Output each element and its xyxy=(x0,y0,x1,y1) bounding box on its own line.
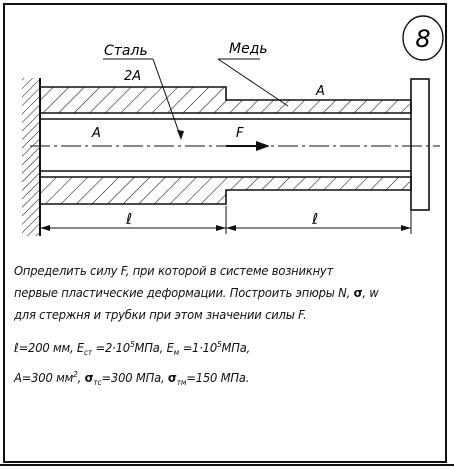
sub-yield-copper: тм xyxy=(176,378,187,387)
param-area: A=300 мм xyxy=(14,370,74,385)
param-e-copper: =1·10 xyxy=(179,340,218,355)
sup-exp-2: 5 xyxy=(216,340,222,349)
sub-copper: м xyxy=(173,348,180,357)
problem-number-circle xyxy=(402,15,444,61)
statement-line-2: первые пластические деформации. Построит… xyxy=(14,282,409,304)
param-length: ℓ=200 мм, E xyxy=(14,340,85,355)
param-e-steel: =2·10 xyxy=(92,340,131,355)
statement-line-2-tail: , w xyxy=(362,285,379,300)
upper-tube-wall xyxy=(39,86,412,114)
problem-statement: Определить силу F, при которой в системе… xyxy=(14,260,409,326)
steel-leader-arrow xyxy=(177,130,184,140)
left-wall-hatch xyxy=(22,78,40,236)
param-unit-1: МПа, E xyxy=(134,340,174,355)
problem-number: 8 xyxy=(415,25,430,53)
param-yield-steel: =300 МПа, xyxy=(101,370,168,385)
sigma-copper-symbol: σ xyxy=(167,370,177,385)
rod-area-label: A xyxy=(91,126,101,141)
force-arrow-head xyxy=(256,141,270,151)
param-sep: , xyxy=(77,370,85,385)
length-left-label: ℓ xyxy=(125,210,132,228)
given-parameters: ℓ=200 мм, Eст =2·105МПа, Eм =1·105МПа, A… xyxy=(14,334,405,394)
dim-arrow-4 xyxy=(401,225,411,231)
right-end-plate xyxy=(410,78,430,211)
force-label: F xyxy=(236,126,244,141)
steel-area-label: 2A xyxy=(124,69,141,84)
statement-line-3: для стержня и трубки при этом значении с… xyxy=(14,307,307,322)
copper-label: Медь xyxy=(229,41,268,57)
statement-line-2-text: первые пластические деформации. Построит… xyxy=(14,285,354,300)
statement-line-1: Определить силу F, при которой в системе… xyxy=(14,263,334,278)
sigma-symbol: σ xyxy=(353,285,363,300)
sub-yield-steel: тс xyxy=(93,378,102,387)
dim-arrow-1 xyxy=(40,225,50,231)
dim-arrow-2 xyxy=(216,225,226,231)
steel-leader xyxy=(152,58,182,139)
sheet-frame xyxy=(3,3,447,463)
sub-steel: ст xyxy=(84,348,93,357)
param-unit-2: МПа, xyxy=(221,340,251,355)
steel-label: Сталь xyxy=(104,43,148,59)
params-line-1: ℓ=200 мм, Eст =2·105МПа, Eм =1·105МПа, xyxy=(14,334,405,364)
length-right-label: ℓ xyxy=(311,210,318,228)
sup-area: 2 xyxy=(73,370,78,379)
copper-area-label: A xyxy=(315,84,325,99)
sigma-steel-symbol: σ xyxy=(84,370,94,385)
dim-arrow-3 xyxy=(226,225,236,231)
param-yield-copper: =150 МПа. xyxy=(186,370,250,385)
sup-exp-1: 5 xyxy=(129,340,135,349)
lower-tube-wall xyxy=(39,176,412,205)
copper-leader xyxy=(217,58,289,107)
bottom-rule xyxy=(0,464,454,466)
params-line-2: A=300 мм2, σтс=300 МПа, σтм=150 МПа. xyxy=(14,364,405,394)
